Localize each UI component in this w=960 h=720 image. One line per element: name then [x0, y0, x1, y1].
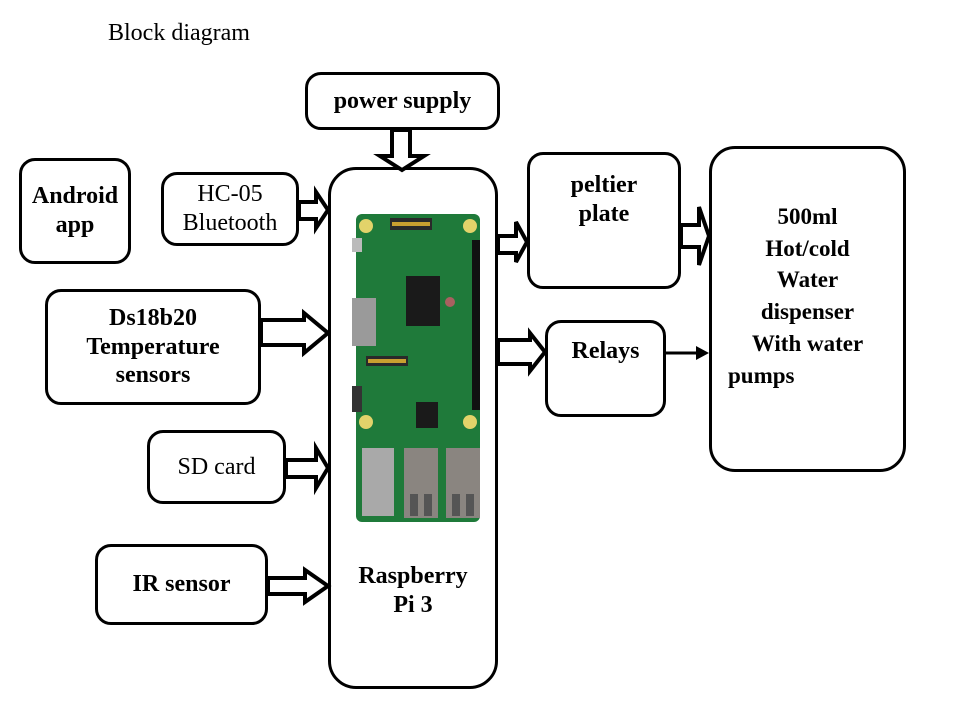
android-app-label-2: app — [55, 212, 95, 238]
mount-hole — [463, 415, 477, 429]
ds18b20-sensor-block: Ds18b20 Temperature sensors — [45, 289, 261, 405]
dispenser-label-1: 500ml — [777, 204, 838, 229]
lan-chip — [416, 402, 438, 428]
peltier-plate-block: peltier plate — [527, 152, 681, 289]
dispenser-label-6: pumps — [728, 362, 795, 388]
audio-jack — [352, 386, 362, 412]
pcb — [356, 214, 480, 522]
hc05-label-1: HC-05 — [197, 181, 263, 208]
dispenser-label-5: With water — [751, 330, 864, 356]
hdmi-port — [352, 298, 376, 346]
ir-sensor-label: IR sensor — [132, 571, 231, 598]
usb-port — [446, 448, 480, 518]
dispenser-label-4: dispenser — [760, 299, 855, 325]
relays-block: Relays — [545, 320, 666, 417]
diagram-title: Block diagram — [108, 20, 250, 46]
arrow-pi-to-peltier — [496, 221, 530, 263]
peltier-label-2: plate — [578, 200, 630, 227]
arrowhead-relays-to-dispenser — [696, 346, 709, 360]
gpio-header — [472, 240, 480, 410]
arrow-peltier-to-dispenser — [679, 206, 712, 266]
arrow-hc05-to-pi — [297, 185, 331, 235]
arrow-power-to-pi — [373, 128, 431, 173]
dispenser-label-3: Water — [776, 267, 839, 293]
dispenser-label-2: Hot/cold — [765, 235, 850, 261]
arrow-ds18b20-to-pi — [259, 308, 332, 358]
water-dispenser-block: 500ml Hot/cold Water dispenser With wate… — [709, 146, 906, 472]
android-app-block: Android app — [19, 158, 131, 264]
hc05-label-2: Bluetooth — [182, 210, 278, 236]
arrow-pi-to-relays — [496, 327, 548, 377]
power-supply-label: power supply — [333, 87, 472, 114]
power-supply-block: power supply — [305, 72, 500, 130]
arrow-sdcard-to-pi — [284, 440, 331, 496]
relays-label: Relays — [571, 338, 640, 364]
hc05-bluetooth-block: HC-05 Bluetooth — [161, 172, 299, 246]
mount-hole — [463, 219, 477, 233]
android-app-label-1: Android — [31, 183, 119, 210]
mount-hole — [359, 219, 373, 233]
usb-port — [404, 448, 438, 518]
raspberry-pi-label-2: Pi 3 — [393, 591, 433, 618]
peltier-label-1: peltier — [570, 172, 638, 198]
raspberry-pi-label-1: Raspberry — [358, 563, 468, 589]
sd-card-label: SD card — [177, 453, 256, 480]
ethernet-port — [362, 448, 394, 516]
ds18b20-label-2: Temperature — [86, 333, 220, 360]
sd-card-block: SD card — [147, 430, 286, 504]
raspberry-pi-board-image — [352, 214, 480, 522]
arrow-ir-to-pi — [266, 566, 332, 606]
mount-hole — [359, 415, 373, 429]
raspberry-logo — [445, 297, 455, 307]
micro-usb-port — [352, 238, 362, 252]
ds18b20-label-3: sensors — [115, 362, 191, 389]
ds18b20-label-1: Ds18b20 — [108, 304, 198, 331]
cpu-chip — [406, 276, 440, 326]
ir-sensor-block: IR sensor — [95, 544, 268, 625]
